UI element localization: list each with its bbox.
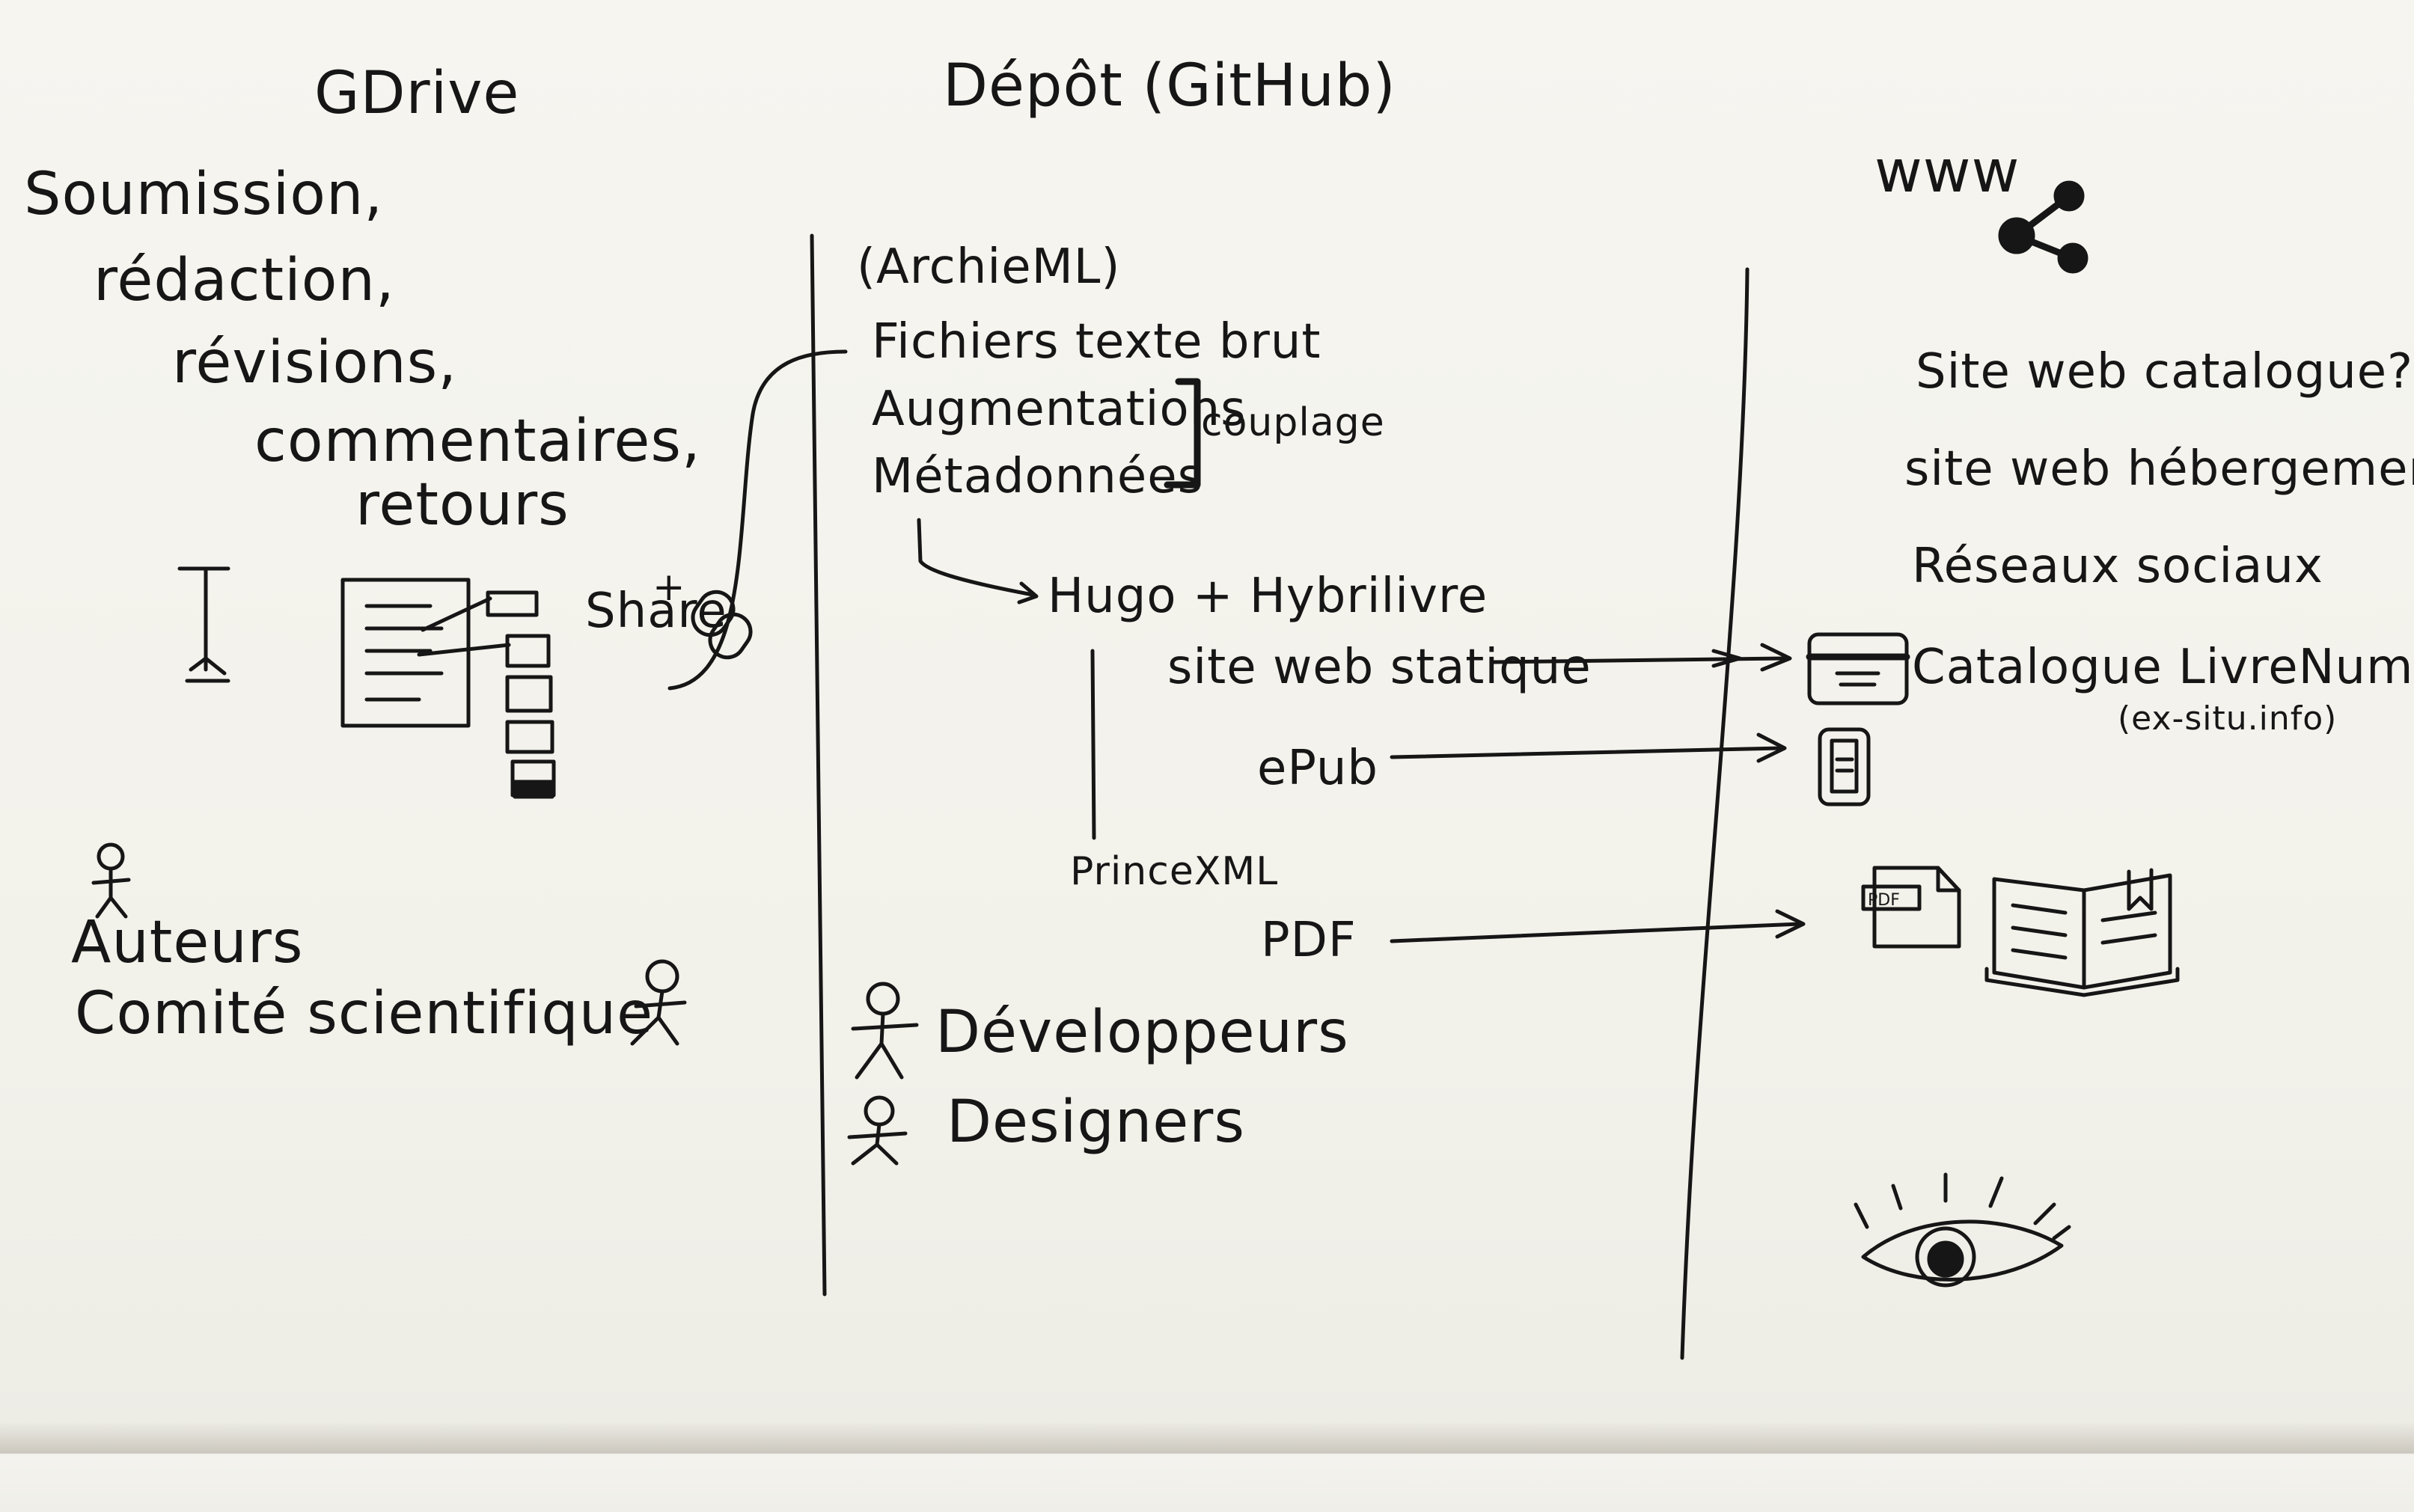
gdrive-task-4: commentaires, xyxy=(254,408,701,475)
share-label: Share xyxy=(585,584,727,639)
arrow-pdf xyxy=(1392,911,1803,941)
www-item-catalogue-site: Site web catalogue? xyxy=(1916,344,2414,400)
text-cursor-icon xyxy=(180,569,228,681)
arrow-epub xyxy=(1392,735,1785,761)
divider-right xyxy=(1682,269,1747,1358)
output-epub: ePub xyxy=(1257,741,1379,796)
person-icon-auteurs xyxy=(94,845,129,916)
pdf-file-icon: PDF xyxy=(1863,868,1959,946)
role-comite: Comité scientifique xyxy=(75,980,654,1047)
file-metadata: Métadonnées xyxy=(872,449,1203,504)
gdrive-task-2: rédaction, xyxy=(94,247,395,314)
mobile-phone-icon xyxy=(1820,729,1868,804)
bracket-label: couplage xyxy=(1201,400,1385,445)
gdrive-task-3: révisions, xyxy=(172,329,458,397)
eye-icon xyxy=(1856,1175,2069,1285)
open-book-icon xyxy=(1987,870,2178,995)
depot-format: (ArchieML) xyxy=(857,239,1121,295)
file-plain-text: Fichiers texte brut xyxy=(872,314,1321,370)
gdrive-title: GDrive xyxy=(314,60,520,127)
couplage-bracket xyxy=(1167,382,1197,485)
depot-title: Dépôt (GitHub) xyxy=(943,52,1396,120)
output-static-site: site web statique xyxy=(1167,640,1592,695)
generator-label: Hugo + Hybrilivre xyxy=(1048,569,1488,624)
document-comments-icon xyxy=(343,580,554,797)
browser-window-icon xyxy=(1809,634,1907,703)
www-item-hosting-site: site web hébergement? xyxy=(1904,441,2414,497)
paper-fold-edge xyxy=(0,1421,2414,1512)
www-title: www xyxy=(1874,138,2020,206)
link-icon xyxy=(686,585,757,664)
pdf-tool-label: PrinceXML xyxy=(1070,849,1279,894)
catalogue-sub: (ex-situ.info) xyxy=(2118,700,2338,738)
arrow-static-site xyxy=(1493,645,1790,670)
share-icon xyxy=(2000,183,2086,272)
www-item-social: Réseaux sociaux xyxy=(1912,539,2323,594)
flow-hugo-prince xyxy=(1093,651,1094,838)
gdrive-task-5: retours xyxy=(355,471,569,539)
output-pdf: PDF xyxy=(1261,913,1357,968)
divider-left xyxy=(812,236,825,1294)
role-designers: Designers xyxy=(947,1089,1245,1156)
sync-curve xyxy=(670,352,846,688)
person-icon-comite xyxy=(632,961,685,1044)
flow-to-hugo xyxy=(919,520,1033,595)
catalogue-livrenum: Catalogue LivreNum xyxy=(1912,640,2414,695)
gdrive-task-1: Soumission, xyxy=(24,161,384,228)
person-icon-developpeurs xyxy=(853,984,917,1077)
share-plus: + xyxy=(653,565,686,610)
role-developpeurs: Développeurs xyxy=(935,999,1349,1066)
pdf-badge-text: PDF xyxy=(1868,891,1900,910)
person-icon-designers xyxy=(849,1098,905,1163)
role-auteurs: Auteurs xyxy=(71,909,304,976)
file-augmentations: Augmentations xyxy=(872,382,1247,437)
